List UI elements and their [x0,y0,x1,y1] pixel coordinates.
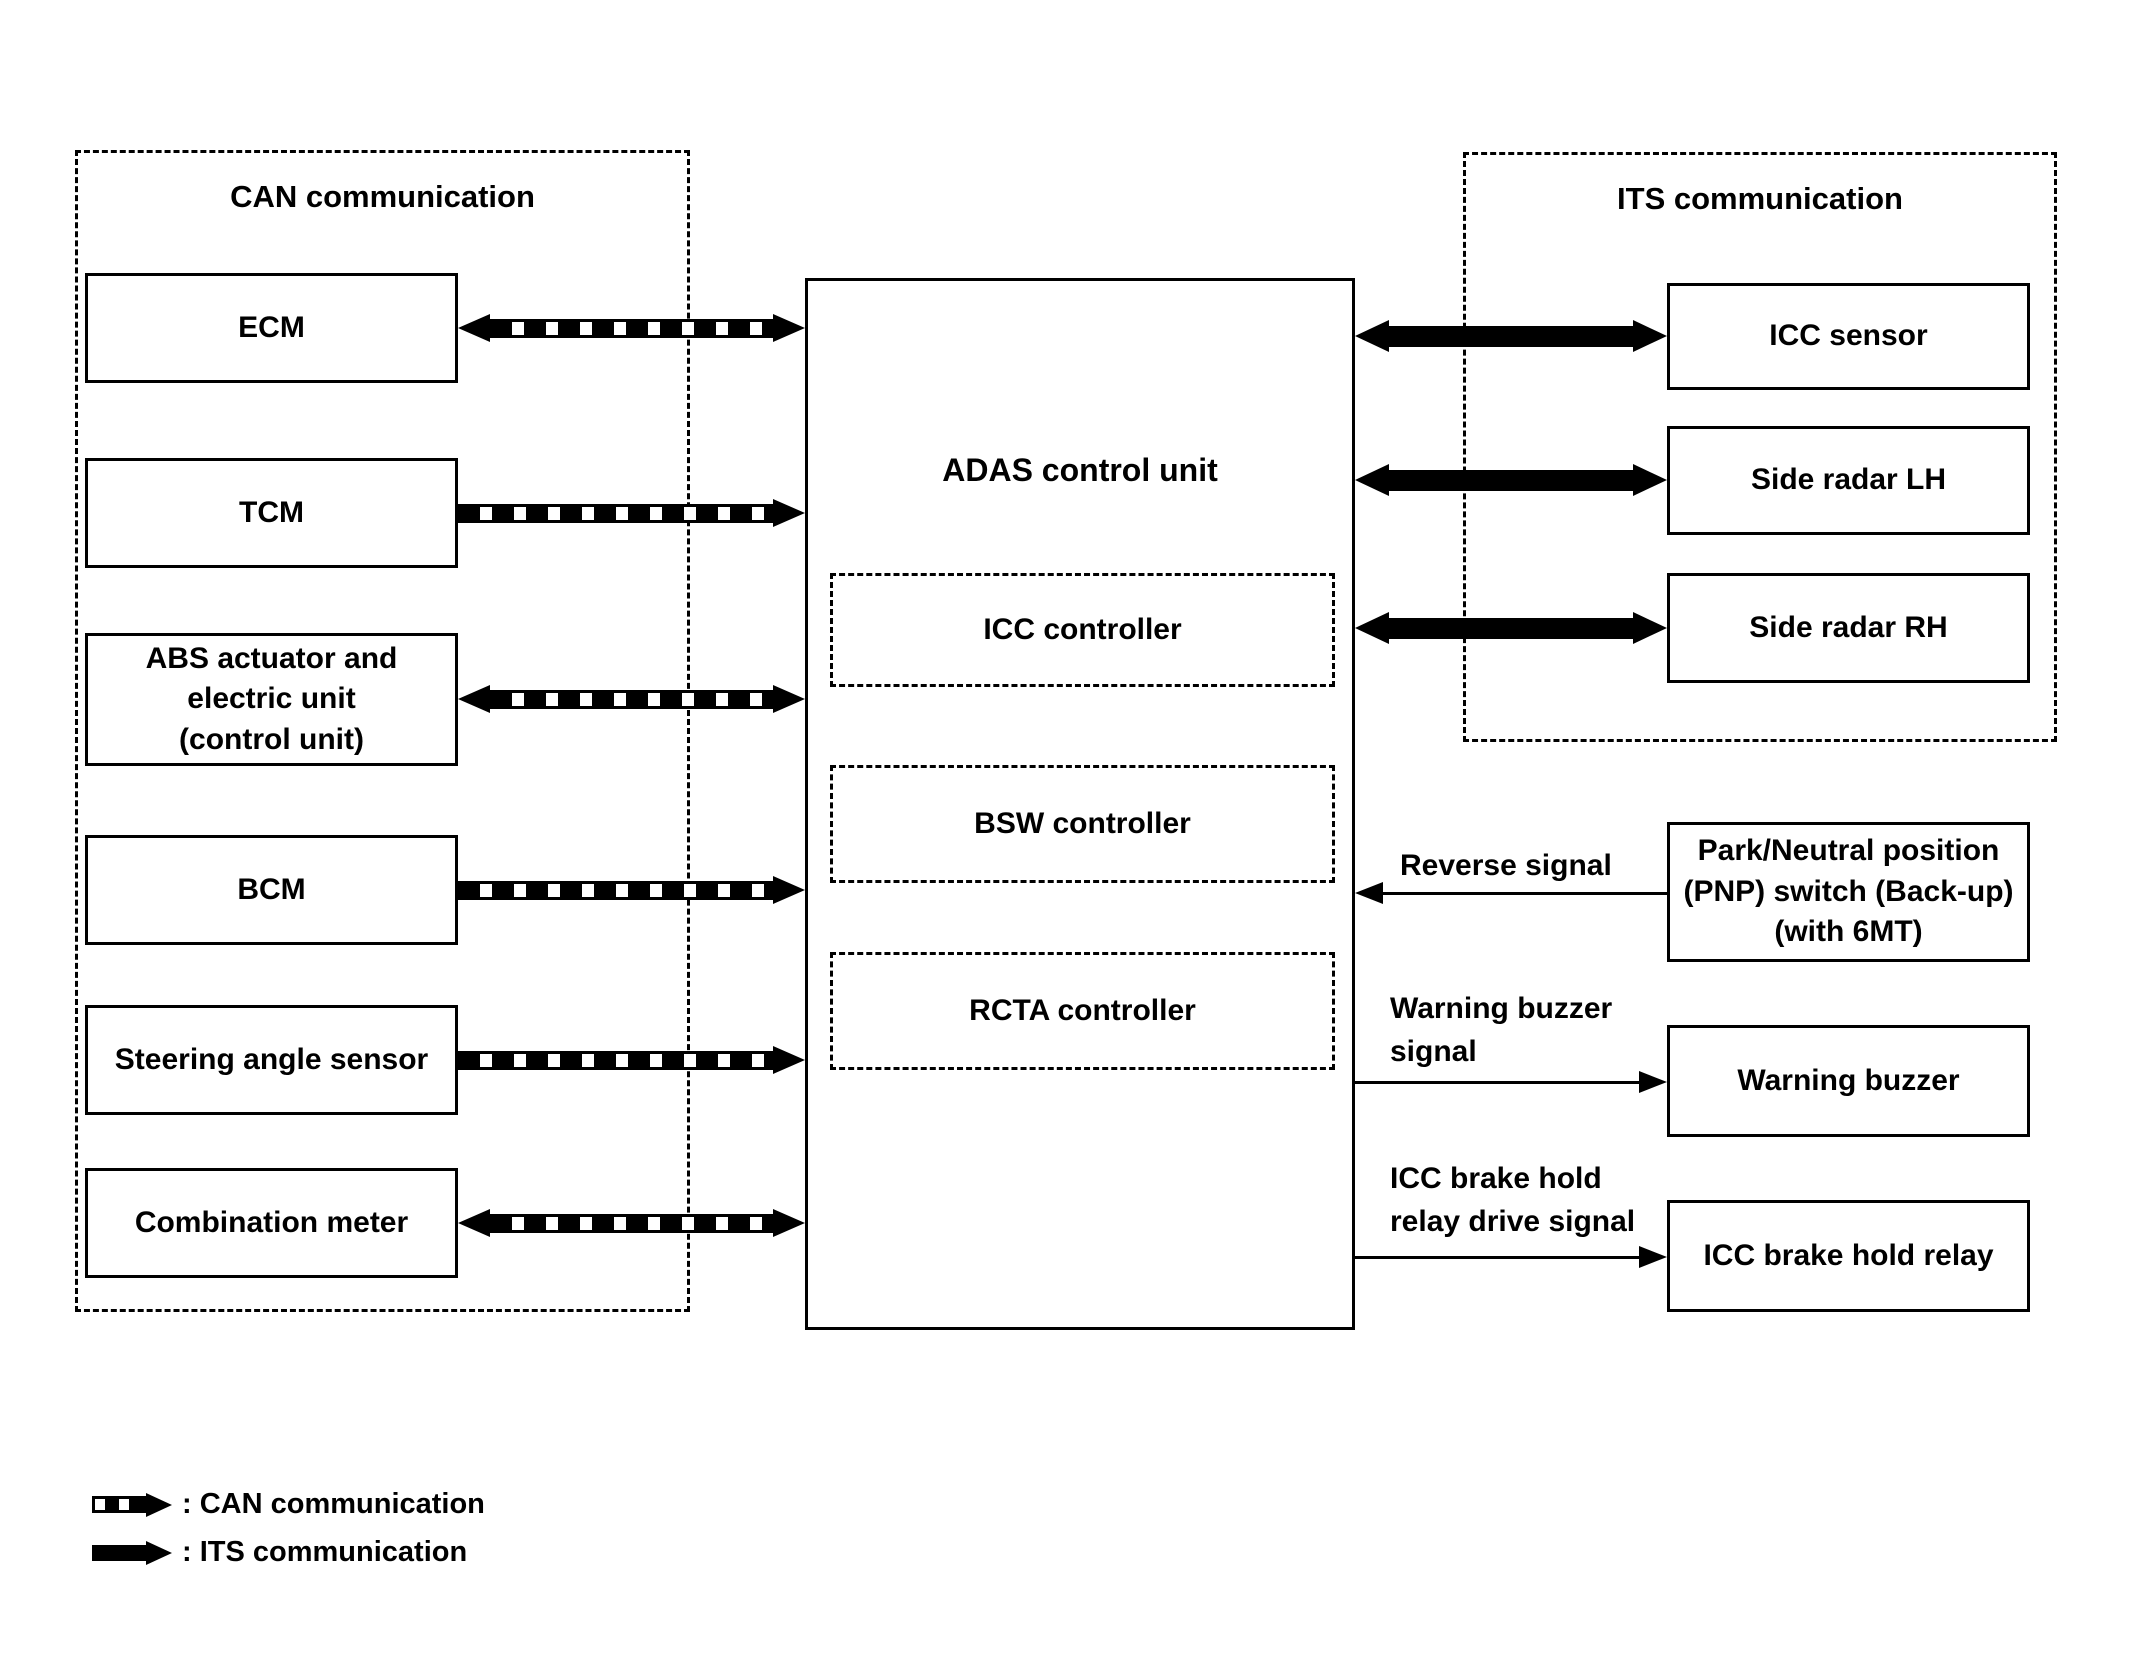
node-icc-sensor-label: ICC sensor [1769,319,1928,353]
its-solid-bar [1389,325,1633,347]
can-arrow-tcm-to-adas [458,499,805,527]
rcta-controller-box: RCTA controller [830,952,1335,1070]
thin-signal-line [1355,1255,1639,1259]
node-pnp-switch: Park/Neutral position(PNP) switch (Back-… [1667,822,2030,962]
icc-brake-hold-relay-signal-arrow [1355,1246,1667,1268]
its-solid-bar [1389,469,1633,491]
arrowhead-right-icon [773,1209,805,1237]
node-side-radar-rh: Side radar RH [1667,573,2030,683]
can-group-title: CAN communication [230,179,535,214]
node-side-radar-lh-label: Side radar LH [1750,463,1947,497]
can-arrow-steering-to-adas [458,1046,805,1074]
arrowhead-right-icon [1633,464,1667,496]
node-tcm-label: TCM [239,495,304,529]
can-dashed-bar [490,318,773,338]
bsw-controller-label: BSW controller [974,806,1191,840]
can-arrow-abs-bidirectional [458,685,805,713]
arrowhead-right-icon [773,1046,805,1074]
arrowhead-left-icon [1355,320,1389,352]
can-dashed-bar [490,689,773,709]
arrowhead-left-icon [1355,464,1389,496]
its-solid-bar [1389,617,1633,639]
node-bcm-label: BCM [237,872,306,906]
arrowhead-left-icon [458,314,490,342]
arrowhead-right-icon [1633,320,1667,352]
node-icc-brake-hold-relay: ICC brake hold relay [1667,1200,2030,1312]
icc-controller-label: ICC controller [983,612,1182,646]
node-warning-buzzer-label: Warning buzzer [1737,1063,1960,1097]
arrowhead-left-icon [458,1209,490,1237]
node-pnp-switch-label: Park/Neutral position(PNP) switch (Back-… [1683,834,2014,949]
node-warning-buzzer: Warning buzzer [1667,1025,2030,1137]
its-arrow-side-radar-lh [1355,464,1667,496]
thin-signal-line [1383,891,1667,895]
arrowhead-right-icon [1639,1071,1667,1093]
bsw-controller-box: BSW controller [830,765,1335,883]
node-side-radar-lh: Side radar LH [1667,426,2030,535]
its-solid-arrow-icon [92,1540,172,1565]
arrowhead-left-icon [1355,612,1389,644]
adas-control-unit-title: ADAS control unit [942,452,1218,488]
node-ecm: ECM [85,273,458,383]
arrowhead-right-icon [773,499,805,527]
can-arrow-combination-meter-bidirectional [458,1209,805,1237]
its-arrow-icc-sensor [1355,320,1667,352]
can-arrow-ecm-bidirectional [458,314,805,342]
arrowhead-right-icon [773,685,805,713]
icc-controller-box: ICC controller [830,573,1335,687]
node-combination-meter: Combination meter [85,1168,458,1278]
its-group-title: ITS communication [1617,181,1903,216]
reverse-signal-arrow [1355,882,1667,904]
its-arrow-side-radar-rh [1355,612,1667,644]
node-steering-angle-sensor-label: Steering angle sensor [114,1042,429,1076]
its-communication-group-box: ITS communication [1463,152,2057,742]
can-dashed-bar [458,880,773,900]
node-icc-brake-hold-relay-label: ICC brake hold relay [1703,1238,1994,1272]
legend-item-its: : ITS communication [92,1536,467,1569]
node-side-radar-rh-label: Side radar RH [1749,610,1948,644]
can-arrow-bcm-to-adas [458,876,805,904]
node-icc-sensor: ICC sensor [1667,283,2030,390]
can-dashed-bar [458,503,773,523]
node-tcm: TCM [85,458,458,568]
can-dashed-bar [490,1213,773,1233]
arrowhead-left-icon [458,685,490,713]
legend-can-label: : CAN communication [182,1488,485,1520]
warning-buzzer-signal-arrow [1355,1071,1667,1093]
arrowhead-right-icon [1639,1246,1667,1268]
can-communication-group-box: CAN communication [75,150,690,1312]
node-bcm: BCM [85,835,458,945]
legend-item-can: : CAN communication [92,1488,485,1521]
node-ecm-label: ECM [238,310,305,344]
rcta-controller-label: RCTA controller [969,993,1196,1027]
arrowhead-right-icon [1633,612,1667,644]
arrowhead-right-icon [773,876,805,904]
node-steering-angle-sensor: Steering angle sensor [85,1005,458,1115]
legend-its-label: : ITS communication [182,1536,468,1568]
arrowhead-left-icon [1355,882,1383,904]
node-combination-meter-label: Combination meter [134,1205,409,1239]
arrowhead-right-icon [773,314,805,342]
can-dashed-arrow-icon [92,1492,172,1517]
reverse-signal-label: Reverse signal [1400,849,1612,882]
thin-signal-line [1355,1080,1639,1084]
can-dashed-bar [458,1050,773,1070]
